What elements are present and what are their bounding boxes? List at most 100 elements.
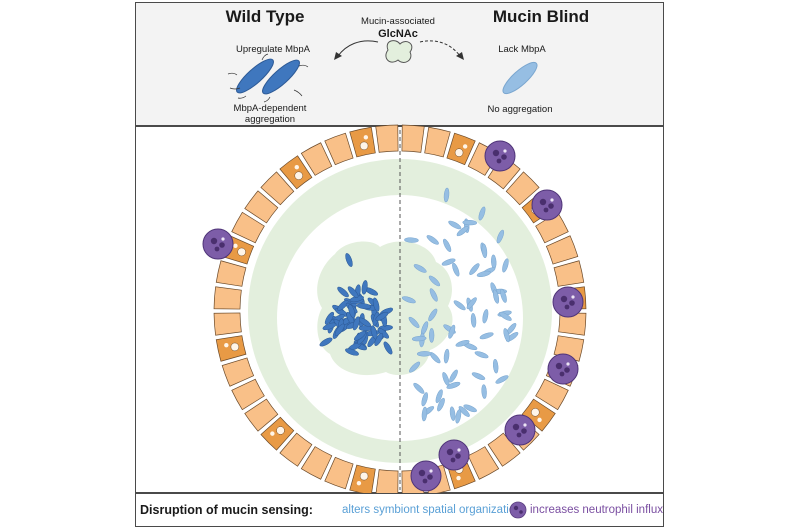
aggregated-bacterium [352,316,360,331]
goblet-cell [349,126,376,158]
aggregated-bacterium [334,323,345,336]
dispersed-bacterium [478,206,486,221]
dispersed-bacterium [449,369,458,383]
dispersed-bacterium [502,258,509,273]
gut-cross-section [202,124,587,498]
dispersed-bacterium [499,311,512,321]
epithelial-cell [231,378,265,411]
dispersed-bacterium [413,264,427,273]
epithelial-cell [324,456,354,490]
dispersed-bacterium [492,289,500,304]
dispersed-bacterium [401,296,416,304]
dispersed-bacterium [413,382,425,394]
epithelial-cell [424,126,451,158]
aggregated-bacterium [374,332,384,346]
legend-title: Disruption of mucin sensing: [140,503,313,517]
glcnac-label-line2: GlcNAc [378,28,418,40]
epithelial-cell [279,432,313,467]
epithelial-cell [324,132,354,166]
aggregation-caption-line2: aggregation [244,114,296,125]
aggregated-bacterium [345,253,353,267]
neutrophil-icon [504,414,536,446]
epithelial-cell [487,432,521,467]
epithelial-cell [221,357,255,387]
dispersed-bacterium [470,313,477,328]
central-mucus-patch [317,241,453,376]
dispersed-bacterium [452,262,460,277]
mucin-blind-title: Mucin Blind [492,7,590,26]
epithelial-cell [244,398,279,432]
dispersed-bacterium [453,300,466,311]
legend-item-neutrophil: increases neutrophil influx [530,504,663,516]
goblet-cell [260,416,295,451]
dispersed-bacterium [455,409,462,424]
dispersed-bacterium [411,335,427,342]
epithelial-cell [535,378,569,411]
neutrophil-icon [484,140,516,172]
aggregated-bacterium [319,337,333,347]
aggregated-bacterium [354,330,367,341]
dispersed-bacterium [449,406,456,421]
goblet-cell [215,335,247,362]
epithelial-ring [213,124,587,498]
goblet-cell [521,398,556,432]
dashed-arrow-right-icon [419,40,464,60]
legend-panel [135,493,664,527]
dispersed-bacterium [458,406,470,417]
dispersed-bacterium [474,351,489,359]
epithelial-cell [545,235,579,265]
dispersed-bacterium [421,406,428,422]
neutrophil-icon [531,189,563,221]
aggregated-bacterium [337,286,349,298]
dispersed-bacterium [428,308,438,322]
glcnac-blob-icon [385,40,413,63]
epithelial-cell [553,260,585,287]
dispersed-bacterium [435,389,443,404]
epithelial-cell [213,312,242,336]
aggregated-bacterium [361,280,368,295]
epithelial-cell [300,142,333,176]
epithelial-cell [505,171,540,206]
neutrophil-icon [438,439,470,471]
aggregated-bacterium [348,304,356,319]
aggregated-bacterium [337,299,349,311]
dispersed-bacterium [426,235,439,245]
dispersed-bacterium [443,348,450,364]
dispersed-bacterium [416,351,432,357]
epithelial-cell [467,446,500,480]
dispersed-bacterium [428,328,435,343]
dispersed-bacterium [441,258,456,266]
aggregated-bacteria-icon [227,53,309,103]
neutrophil-icon [552,286,584,318]
aggregated-bacterium [356,303,372,310]
aggregated-bacteria-cluster [319,253,393,356]
neutrophil-icon [202,228,234,260]
legend-item-symbiont: alters symbiont spatial organization [342,504,522,516]
epithelial-cell [213,286,242,310]
dispersed-bacterium [462,219,477,226]
aggregated-bacterium [375,311,389,321]
epithelial-cell [215,260,247,287]
dispersed-bacterium [456,226,469,237]
no-aggregation-caption: No aggregation [487,104,553,115]
upregulate-label: Upregulate MbpA [236,44,310,55]
dispersed-bacterium [448,220,462,230]
epithelial-cell [375,124,399,153]
aggregated-bacterium [347,286,359,298]
header-panel [135,2,664,126]
aggregated-bacterium [324,311,335,325]
dispersed-bacterium [466,297,477,310]
epithelial-cell [300,446,333,480]
dispersed-bacterium [421,392,428,407]
neutrophils [202,140,584,492]
dispersed-bacterium [409,361,421,373]
epithelial-cell [401,124,425,153]
epithelial-cell [558,312,587,336]
dispersed-bacterium [496,229,505,244]
dispersed-bacterium [481,243,488,259]
aggregated-bacterium [345,348,359,356]
dispersed-bacterium [437,397,445,412]
goblet-cell [446,132,476,166]
